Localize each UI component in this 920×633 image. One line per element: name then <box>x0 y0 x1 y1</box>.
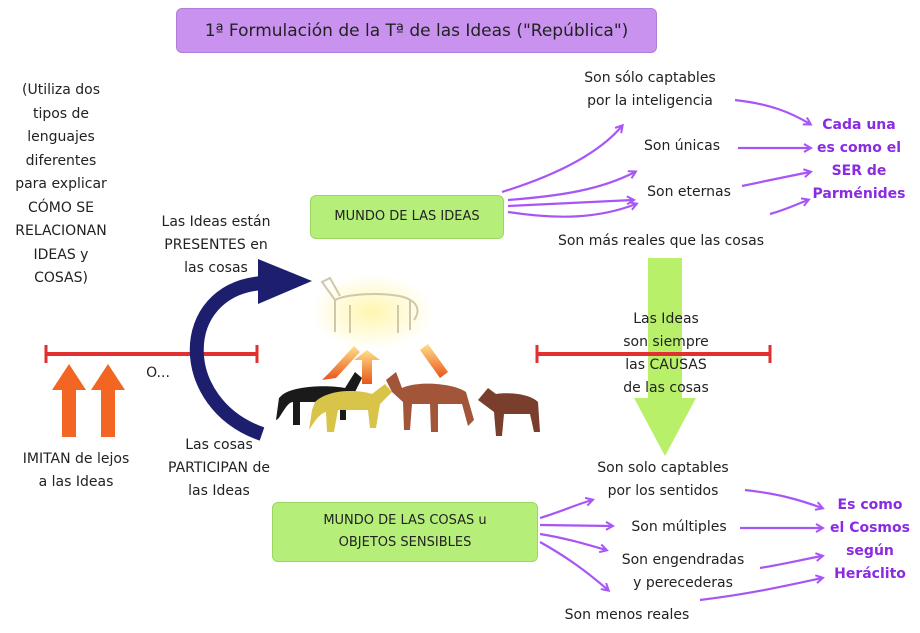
left-note-line: para explicar <box>15 176 107 192</box>
parmenides-line: es como el <box>817 140 901 156</box>
causes-line: las CAUSAS <box>625 357 707 373</box>
things-prop-multiple: Son múltiples <box>631 519 727 535</box>
or-label: O... <box>146 365 170 381</box>
ideas-prop-more-real: Son más reales que las cosas <box>557 233 765 249</box>
things-prop-line: Son engendradas <box>621 552 745 568</box>
left-note-line: CÓMO SE <box>27 199 95 216</box>
orange-up-arrow-2 <box>91 364 125 437</box>
navy-curved-arrow <box>189 276 265 441</box>
imitate-label: IMITAN de lejos a las Ideas <box>6 448 146 494</box>
ideas-prop-unique: Son únicas <box>644 138 720 154</box>
ideas-purple-arrows <box>501 98 810 218</box>
parmenides-line: Parménides <box>812 186 906 202</box>
imitate-line: a las Ideas <box>38 474 114 490</box>
left-note-line: diferentes <box>25 152 97 169</box>
left-note-line: tipos de <box>32 105 90 122</box>
participate-line: las Ideas <box>188 483 250 499</box>
world-of-things-line: MUNDO DE LAS COSAS u <box>323 513 487 528</box>
left-note-line: (Utiliza dos <box>22 82 100 98</box>
causes-label: Las Ideas son siempre las CAUSAS de las … <box>596 308 736 400</box>
left-red-line <box>44 345 259 363</box>
participate-label: Las cosas PARTICIPAN de las Ideas <box>152 434 286 503</box>
ideas-prop-eternal: Son eternas <box>647 184 731 200</box>
parmenides-line: SER de <box>831 163 887 179</box>
world-of-things-box: MUNDO DE LAS COSAS u OBJETOS SENSIBLES <box>272 502 538 562</box>
things-prop-line: por los sentidos <box>607 483 719 499</box>
present-label: Las Ideas están PRESENTES en las cosas <box>148 211 284 280</box>
left-note-line: IDEAS y <box>33 246 89 263</box>
ideas-prop-line: por la inteligencia <box>587 93 713 109</box>
heraclitus-line: Es como <box>837 497 903 513</box>
diagram-title: 1ª Formulación de la Tª de las Ideas ("R… <box>176 8 657 53</box>
parmenides-line: Cada una <box>822 117 896 133</box>
things-prop-line: Son solo captables <box>597 460 729 476</box>
world-of-things-line: OBJETOS SENSIBLES <box>338 535 472 550</box>
horses-illustration <box>276 274 540 436</box>
left-note-line: lenguajes <box>27 129 95 145</box>
heraclitus-line: Heráclito <box>834 566 906 582</box>
present-line: PRESENTES en <box>164 237 268 253</box>
causes-line: son siempre <box>623 334 709 350</box>
imitate-line: IMITAN de lejos <box>22 451 130 467</box>
causes-line: Las Ideas <box>633 311 699 327</box>
present-line: las cosas <box>184 260 248 276</box>
ideas-prop-intelligence: Son sólo captables por la inteligencia <box>568 67 732 113</box>
world-of-ideas-label: MUNDO DE LAS IDEAS <box>334 209 480 224</box>
causes-line: de las cosas <box>623 380 709 396</box>
right-red-line <box>535 345 772 363</box>
present-line: Las Ideas están <box>161 214 271 230</box>
things-prop-perishable: Son engendradas y perecederas <box>608 549 758 595</box>
parmenides-note: Cada una es como el SER de Parménides <box>806 114 912 206</box>
things-prop-less-real: Son menos reales <box>564 607 690 623</box>
world-of-ideas-box: MUNDO DE LAS IDEAS <box>310 195 504 239</box>
heraclitus-note: Es como el Cosmos según Heráclito <box>820 494 920 586</box>
diagram-title-text: 1ª Formulación de la Tª de las Ideas ("R… <box>204 20 629 41</box>
things-prop-line: y perecederas <box>633 575 733 591</box>
things-purple-arrows <box>539 488 822 602</box>
left-note-line: RELACIONAN <box>15 223 107 239</box>
participate-line: Las cosas <box>185 437 253 453</box>
things-prop-senses: Son solo captables por los sentidos <box>580 457 746 503</box>
causes-down-arrow <box>634 258 696 456</box>
orange-up-arrow-1 <box>52 364 86 437</box>
left-note-line: COSAS) <box>34 270 88 286</box>
heraclitus-line: el Cosmos <box>830 520 910 536</box>
ideas-prop-line: Son sólo captables <box>584 70 716 86</box>
heraclitus-line: según <box>846 543 894 559</box>
participate-line: PARTICIPAN de <box>168 460 270 476</box>
left-note: (Utiliza dos tipos de lenguajes diferent… <box>2 79 120 291</box>
